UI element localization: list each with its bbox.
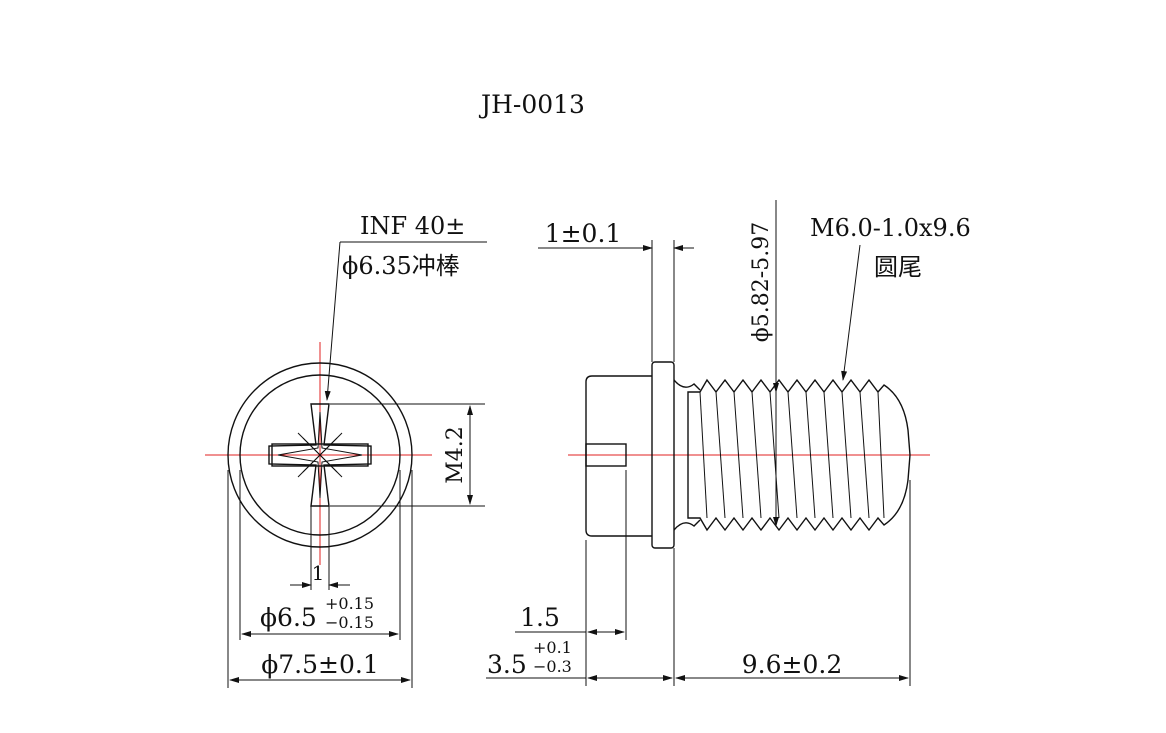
recess-note-leader bbox=[324, 241, 341, 401]
head-height-tol-lower: −0.3 bbox=[533, 657, 572, 676]
head-height-label: 3.5 bbox=[487, 650, 527, 679]
head-dia-tol-lower: −0.15 bbox=[325, 613, 374, 632]
thread-profile bbox=[687, 378, 911, 532]
drawing-title: JH-0013 bbox=[478, 90, 585, 119]
slot-width-label: 1 bbox=[312, 561, 325, 585]
recess-size-label: M4.2 bbox=[443, 426, 468, 484]
head-dia-label: ϕ6.5 bbox=[260, 603, 317, 632]
head-dia-tol-upper: +0.15 bbox=[325, 594, 374, 613]
head-slot bbox=[271, 443, 369, 467]
shank-neck bbox=[673, 379, 701, 531]
thread-spec-line1: M6.0-1.0x9.6 bbox=[810, 214, 971, 242]
thread-length-label: 9.6±0.2 bbox=[742, 650, 842, 679]
front-view: INF 40± ϕ6.35冲棒 M4.2 1 ϕ6.5 +0.15 −0.15 … bbox=[205, 212, 487, 688]
phillips-recess-inner bbox=[277, 411, 363, 499]
head-step-label: 1.5 bbox=[520, 603, 560, 632]
flange-outline bbox=[227, 362, 413, 548]
head-height-tol-upper: +0.1 bbox=[533, 638, 572, 657]
thread-spec-leader bbox=[841, 244, 861, 381]
side-view: 1±0.1 ϕ5.82-5.97 M6.0-1.0x9.6 圆尾 1.5 3.5… bbox=[486, 200, 971, 686]
screw-head bbox=[585, 375, 652, 537]
recess-note-line2: ϕ6.35冲棒 bbox=[342, 252, 460, 280]
thread-roots bbox=[687, 391, 885, 519]
recess-note-line1: INF 40± bbox=[360, 212, 465, 240]
flange-thickness-label: 1±0.1 bbox=[545, 219, 622, 248]
thread-spec-line2: 圆尾 bbox=[874, 253, 922, 281]
head-outline bbox=[239, 374, 401, 536]
flange-dia-label: ϕ7.5±0.1 bbox=[261, 650, 379, 679]
minor-dia-label: ϕ5.82-5.97 bbox=[749, 222, 774, 342]
recess-wing-b bbox=[297, 432, 343, 478]
screw-flange bbox=[651, 361, 675, 549]
